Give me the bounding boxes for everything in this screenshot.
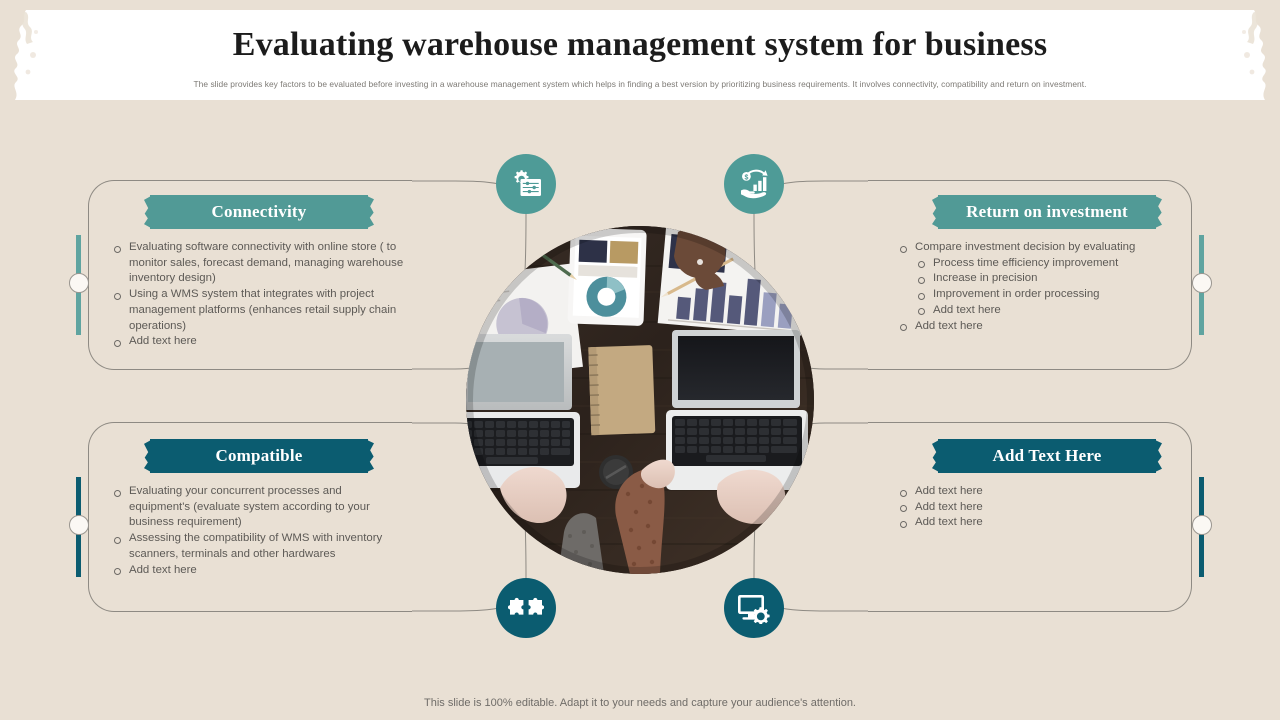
header-band xyxy=(0,10,1280,100)
list-item: Evaluating your concurrent processes and… xyxy=(112,484,404,531)
icon-circle-compatible[interactable] xyxy=(496,578,556,638)
icon-circle-connectivity[interactable] xyxy=(496,154,556,214)
banner-label: Connectivity xyxy=(211,202,307,221)
bullet-list-return-on-investment: Compare investment decision by evaluatin… xyxy=(898,240,1190,334)
banner-label: Compatible xyxy=(215,446,303,465)
connector-knob xyxy=(1191,273,1212,293)
card-outline-compatible xyxy=(88,422,412,612)
list-item: Add text here xyxy=(112,563,404,579)
list-item: Add text here xyxy=(898,319,1190,335)
card-outline-return-on-investment xyxy=(868,180,1192,370)
money-growth-hand-icon: $ xyxy=(741,169,768,199)
card-outline-add-text-here xyxy=(868,422,1192,612)
list-item: Compare investment decision by evaluatin… xyxy=(898,240,1190,256)
connector-knob xyxy=(68,515,89,535)
footer-note: This slide is 100% editable. Adapt it to… xyxy=(424,697,856,709)
banner-label: Add Text Here xyxy=(992,446,1102,465)
list-item: Add text here xyxy=(898,500,1190,516)
icon-circle-add-text-here[interactable] xyxy=(724,578,784,638)
bullet-list-add-text-here: Add text here Add text here Add text her… xyxy=(898,484,1190,531)
connector-bar-return-on-investment xyxy=(1191,235,1212,335)
banner-connectivity[interactable]: Connectivity xyxy=(150,195,368,229)
monitor-settings-icon xyxy=(738,595,770,624)
list-item: Evaluating software connectivity with on… xyxy=(112,240,404,287)
svg-text:$: $ xyxy=(744,174,748,181)
list-item: Assessing the compatibility of WMS with … xyxy=(112,531,404,562)
center-photo xyxy=(466,226,814,574)
connector-knob xyxy=(68,273,89,293)
icon-circle-return-on-investment[interactable]: $ xyxy=(724,154,784,214)
list-item: Process time efficiency improvement xyxy=(916,256,1190,272)
list-item: Using a WMS system that integrates with … xyxy=(112,287,404,334)
bullet-list-connectivity: Evaluating software connectivity with on… xyxy=(112,240,404,350)
list-item: Add text here xyxy=(112,334,404,350)
banner-label: Return on investment xyxy=(966,202,1128,221)
banner-return-on-investment[interactable]: Return on investment xyxy=(938,195,1156,229)
page-subtitle: The slide provides key factors to be eva… xyxy=(193,79,1087,89)
connector-knob xyxy=(1191,515,1212,535)
card-outline-connectivity xyxy=(88,180,412,370)
banner-compatible[interactable]: Compatible xyxy=(150,439,368,473)
list-item: Increase in precision xyxy=(916,271,1190,287)
list-item: Add text here xyxy=(898,484,1190,500)
bullet-list-compatible: Evaluating your concurrent processes and… xyxy=(112,484,404,578)
list-item: Improvement in order processing xyxy=(916,287,1190,303)
page-title: Evaluating warehouse management system f… xyxy=(232,26,1048,63)
connector-bar-connectivity xyxy=(68,235,89,335)
list-item: Add text here xyxy=(898,515,1190,531)
puzzle-pieces-icon xyxy=(508,597,544,615)
banner-add-text-here[interactable]: Add Text Here xyxy=(938,439,1156,473)
settings-sliders-icon xyxy=(514,170,541,196)
connector-bar-add-text-here xyxy=(1191,477,1212,577)
connector-bar-compatible xyxy=(68,477,89,577)
list-item: Add text here xyxy=(916,303,1190,319)
